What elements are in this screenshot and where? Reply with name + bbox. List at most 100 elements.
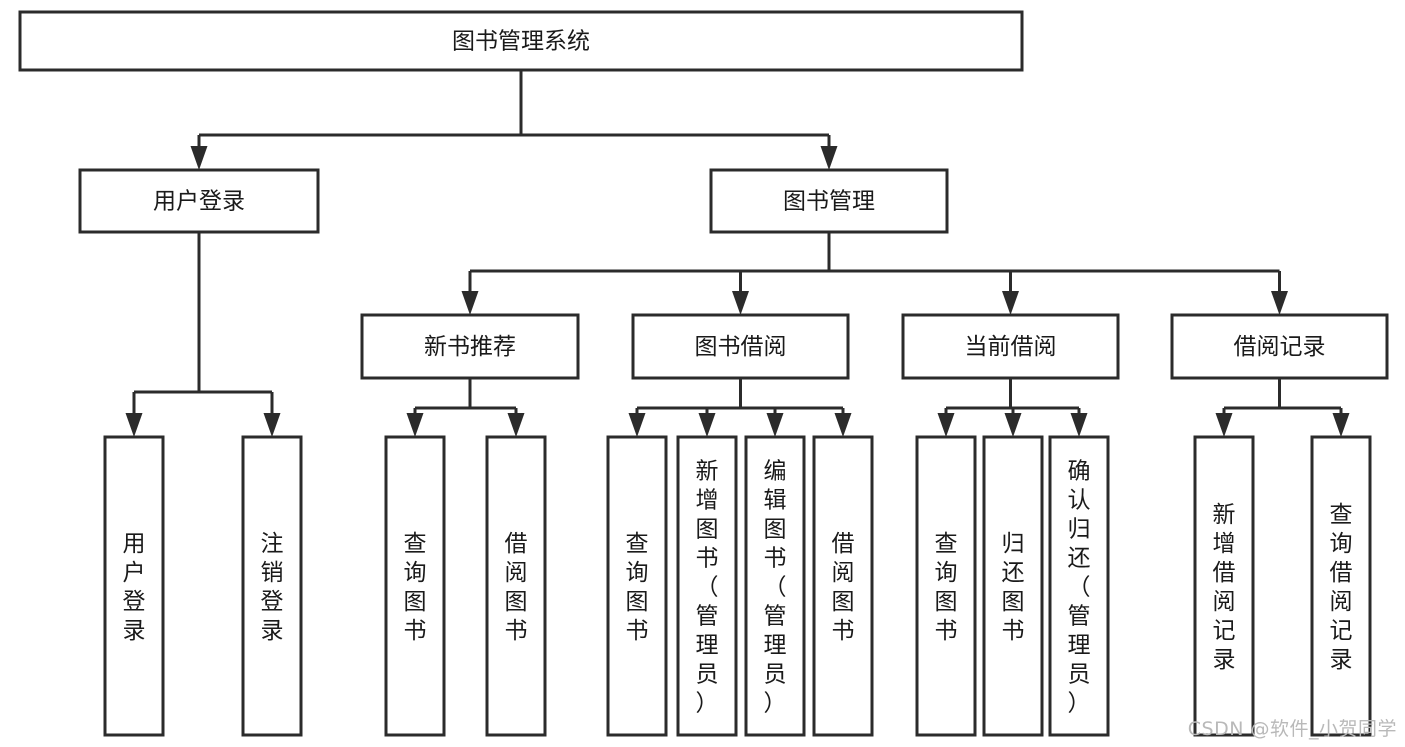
node-label-char: 销 [261, 560, 284, 586]
node-label-char: 还 [1002, 560, 1025, 586]
node-box-user-login [78, 168, 320, 234]
node-label-char: 管 [696, 604, 719, 630]
node-label-char: 阅 [505, 560, 528, 586]
node-label-char: 确 [1068, 459, 1091, 485]
node-label-char: ） [764, 691, 787, 717]
node-label-char: 图 [505, 589, 528, 615]
csdn-watermark: CSDN @软件_小贺同学 [1187, 718, 1397, 740]
node-label-char: 录 [261, 618, 284, 644]
node-label-char: 借 [1213, 560, 1236, 586]
node-box-leaf-current-query-book [915, 435, 977, 737]
node-current-borrow[interactable]: 当前借阅 [901, 313, 1120, 380]
conn-current-to-leaves [937, 378, 1088, 437]
node-label-char: 书 [505, 618, 528, 644]
node-label-char: 查 [935, 531, 958, 557]
node-label-char: 查 [404, 531, 427, 557]
node-label-current-borrow: 当前借阅 [965, 334, 1057, 360]
node-box-leaf-user-login [103, 435, 165, 737]
node-label-borrow-record: 借阅记录 [1234, 334, 1326, 360]
node-label-char: 借 [832, 531, 855, 557]
node-label-char: 归 [1068, 517, 1091, 543]
node-label-char: 询 [404, 560, 427, 586]
conn-root-to-level1 [190, 70, 838, 170]
node-box-current-borrow [901, 313, 1120, 380]
node-label-char: 记 [1213, 618, 1236, 644]
node-label-char: （ [1068, 575, 1091, 601]
node-label-char: ） [1068, 691, 1091, 717]
node-label-new-book-recommend: 新书推荐 [424, 334, 516, 360]
node-label-char: 询 [626, 560, 649, 586]
node-label-root: 图书管理系统 [452, 29, 590, 55]
node-user-login[interactable]: 用户登录 [78, 168, 320, 234]
node-box-leaf-recommend-borrow-book [485, 435, 547, 737]
node-label-char: 户 [123, 560, 146, 586]
node-book-borrow[interactable]: 图书借阅 [631, 313, 850, 380]
node-label-char: 新 [1213, 502, 1236, 528]
node-borrow-record[interactable]: 借阅记录 [1170, 313, 1389, 380]
node-box-leaf-user-logout [241, 435, 303, 737]
node-label-char: 还 [1068, 546, 1091, 572]
node-box-root [18, 10, 1024, 72]
conn-record-to-leaves [1215, 378, 1350, 437]
node-label-char: 录 [1330, 647, 1353, 673]
node-label-char: 理 [696, 633, 719, 659]
node-label-char: 理 [764, 633, 787, 659]
node-label-char: 记 [1330, 618, 1353, 644]
node-label-book-manage: 图书管理 [783, 189, 875, 215]
node-book-manage[interactable]: 图书管理 [709, 168, 949, 234]
node-box-book-borrow [631, 313, 850, 380]
node-label-char: 录 [1213, 647, 1236, 673]
node-box-leaf-record-query [1310, 435, 1372, 737]
node-box-borrow-record [1170, 313, 1389, 380]
node-box-leaf-current-confirm-return [1048, 435, 1110, 737]
node-label-char: 增 [1213, 531, 1236, 557]
node-label-char: 书 [764, 546, 787, 572]
node-label-char: 归 [1002, 531, 1025, 557]
node-label-char: 书 [626, 618, 649, 644]
node-label-char: 阅 [832, 560, 855, 586]
node-label-char: 借 [505, 531, 528, 557]
node-box-leaf-borrow-add-book [676, 435, 738, 737]
conn-recommend-to-leaves [406, 378, 525, 437]
node-label-char: 员 [1068, 662, 1091, 688]
node-label-char: 图 [404, 589, 427, 615]
node-box-leaf-borrow-query-book [606, 435, 668, 737]
node-label-char: 录 [123, 618, 146, 644]
node-label-char: 登 [123, 589, 146, 615]
node-label-char: 图 [696, 517, 719, 543]
node-label-char: 管 [1068, 604, 1091, 630]
node-label-char: （ [764, 575, 787, 601]
node-box-leaf-record-add [1193, 435, 1255, 737]
node-label-char: 图 [935, 589, 958, 615]
node-label-char: 查 [626, 531, 649, 557]
node-root[interactable]: 图书管理系统 [18, 10, 1024, 72]
node-label-char: 图 [832, 589, 855, 615]
node-label-user-login: 用户登录 [153, 189, 245, 215]
node-new-book-recommend[interactable]: 新书推荐 [360, 313, 580, 380]
node-label-char: 辑 [764, 488, 787, 514]
node-label-char: 新 [696, 459, 719, 485]
node-layer: 图书管理系统用户登录图书管理新书推荐图书借阅当前借阅借阅记录用户登录注销登录查询… [18, 10, 1389, 737]
conn-borrow-to-leaves [628, 378, 852, 437]
node-label-book-borrow: 图书借阅 [695, 334, 787, 360]
node-label-char: 阅 [1213, 589, 1236, 615]
node-leaf-user-login[interactable]: 用户登录 [103, 435, 165, 737]
node-box-leaf-recommend-query-book [384, 435, 446, 737]
node-label-char: 借 [1330, 560, 1353, 586]
node-label-char: 用 [123, 531, 146, 557]
node-box-leaf-current-return-book [982, 435, 1044, 737]
